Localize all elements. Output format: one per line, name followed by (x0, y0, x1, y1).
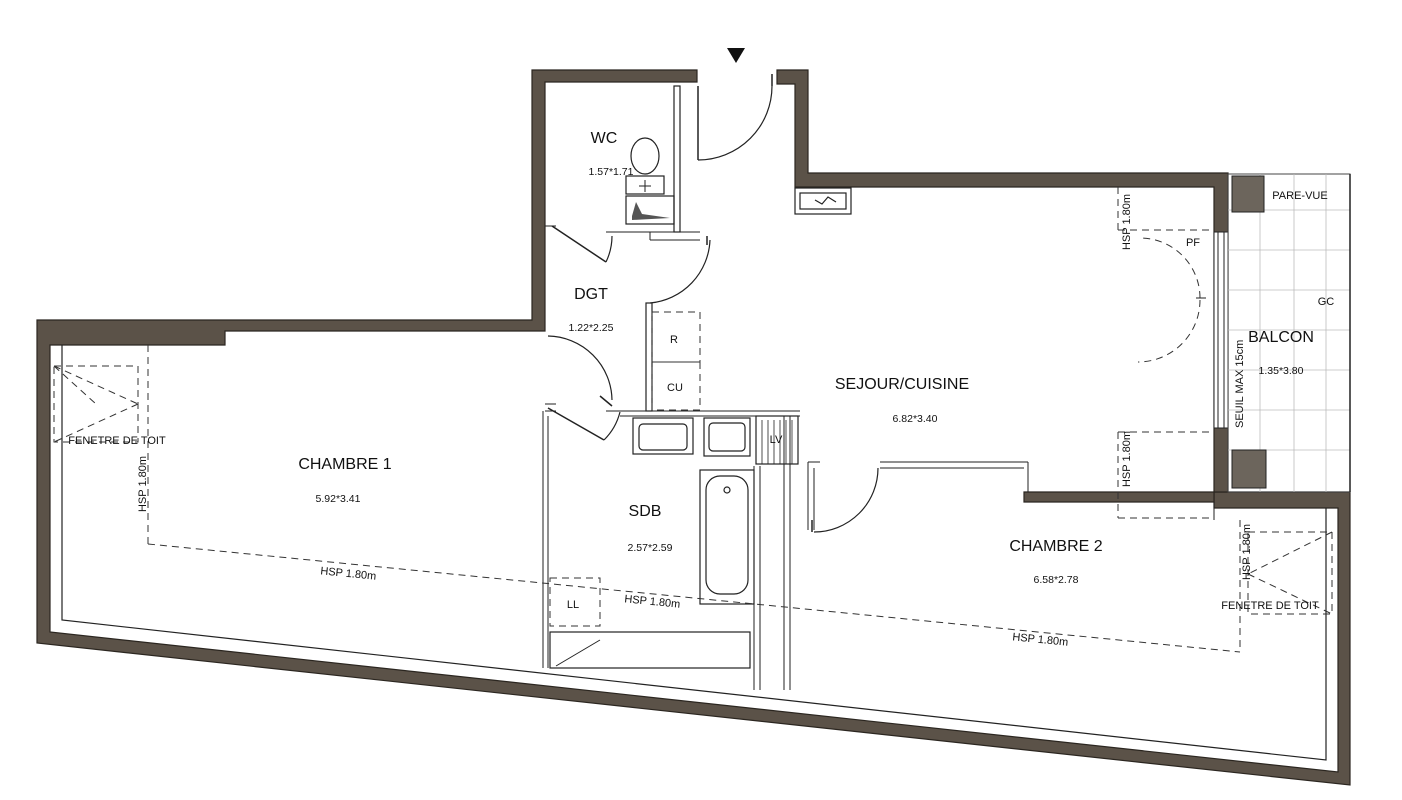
wall-sejour-top (776, 69, 1229, 493)
partitions (542, 85, 1215, 690)
french-window-label: PF (1186, 237, 1200, 249)
balcony (1227, 173, 1351, 493)
hsp-ch1-slope-label: HSP 1.80m (320, 565, 377, 582)
dgt-dims: 1.22*2.25 (569, 322, 614, 334)
chambre1-name: CHAMBRE 1 (298, 456, 391, 473)
roof-window-2 (1247, 531, 1333, 615)
electric-panel-icon (794, 187, 852, 215)
chambre2-dims: 6.58*2.78 (1034, 574, 1079, 586)
sejour-name: SEJOUR/CUISINE (835, 376, 969, 393)
kitchen-appliances (651, 311, 701, 411)
sdb-dims: 2.57*2.59 (628, 542, 673, 554)
wall-sejour-chambre2 (1023, 491, 1215, 503)
hsp-ch2-vert-label: HSP 1.80m (1241, 524, 1253, 580)
sejour-dims: 6.82*3.40 (893, 413, 938, 425)
balcon-dims: 1.35*3.80 (1259, 365, 1304, 377)
pare-vue-label: PARE-VUE (1272, 190, 1327, 202)
hsp-sejour-top-label: HSP 1.80m (1121, 194, 1133, 250)
hsp-sejour-bottom-label: HSP 1.80m (1121, 431, 1133, 487)
fridge-label: R (670, 334, 678, 346)
chambre1-dims: 5.92*3.41 (316, 493, 361, 505)
balcon-name: BALCON (1248, 329, 1314, 346)
gc-label: GC (1318, 296, 1335, 308)
roof-window-2-label: FENETRE DE TOIT (1221, 600, 1319, 612)
entrance-arrow-icon (727, 48, 745, 63)
hsp-ch1-vert-label: HSP 1.80m (137, 456, 149, 512)
sdb-name: SDB (629, 503, 662, 520)
roof-window-1 (53, 365, 139, 443)
doors (547, 74, 1206, 533)
sdb-fixtures (549, 415, 799, 669)
roof-window-1-label: FENETRE DE TOIT (68, 435, 166, 447)
hsp-sdb-label: HSP 1.80m (624, 593, 681, 610)
dishwasher-label: LL (567, 599, 579, 611)
cooker-label: CU (667, 382, 683, 394)
chambre2-name: CHAMBRE 2 (1009, 538, 1102, 555)
wc-dims: 1.57*1.71 (589, 166, 634, 178)
seuil-label: SEUIL MAX 15cm (1234, 340, 1246, 428)
wc-fixtures (625, 137, 675, 225)
hsp-lines (147, 187, 1241, 653)
hsp-ch2-slope-label: HSP 1.80m (1012, 631, 1069, 648)
wc-name: WC (591, 130, 618, 147)
sejour-window (1213, 231, 1229, 429)
washing-machine-label: LV (770, 434, 783, 446)
dgt-name: DGT (574, 286, 608, 303)
